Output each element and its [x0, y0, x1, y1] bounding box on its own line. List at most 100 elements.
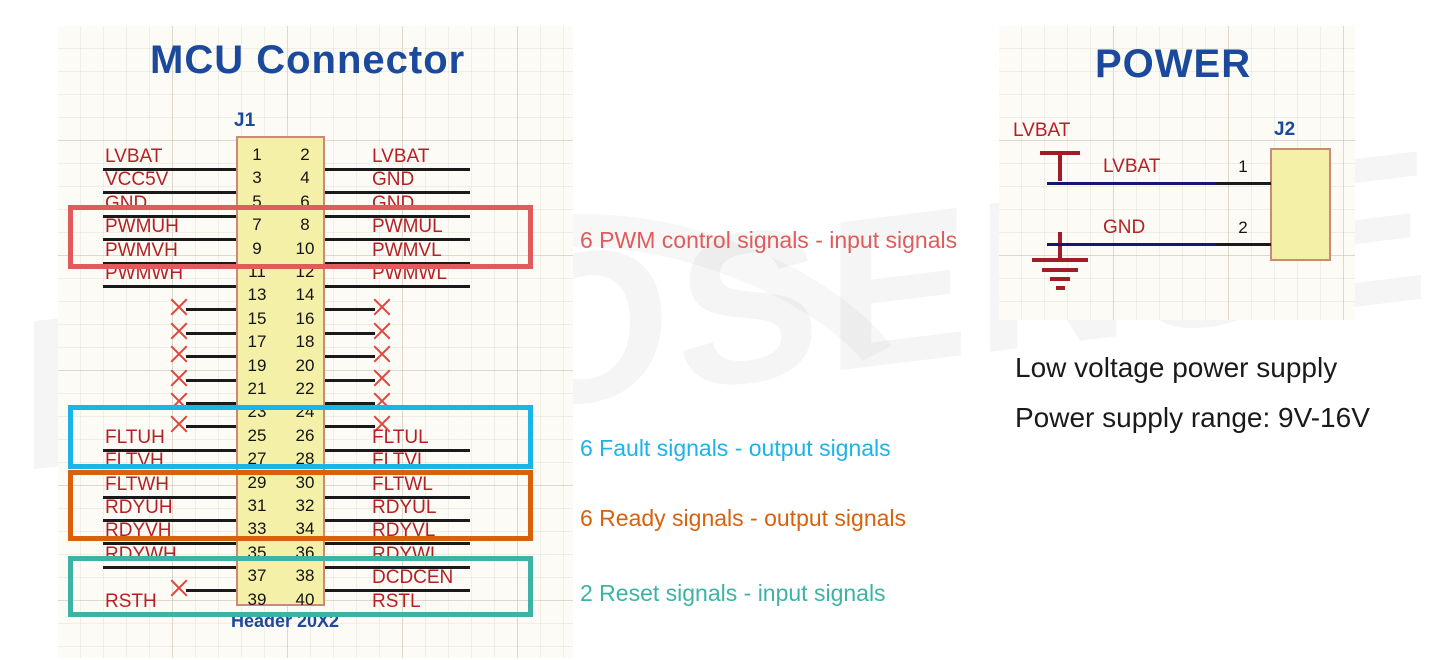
power-port-label-lvbat: LVBAT	[1013, 120, 1071, 141]
no-connect-icon-pin-16	[371, 321, 391, 341]
pin-number-17: 17	[247, 332, 267, 352]
gnd-symbol-bar-1	[1032, 258, 1088, 262]
pin-number-21: 21	[247, 379, 267, 398]
pin-number-26: 26	[295, 425, 315, 445]
wire-pin-21	[186, 402, 236, 405]
net-label-PWMVH-p9: PWMVH	[105, 239, 178, 261]
net-label-LVBAT-j2p1: LVBAT	[1103, 156, 1161, 177]
no-connect-icon-pin-19	[168, 368, 188, 388]
annotation-ready: 6 Ready signals - output signals	[580, 505, 907, 531]
pin-number-29: 29	[247, 472, 267, 492]
wire-pin-20	[325, 378, 375, 382]
wire-pin-12	[325, 285, 470, 288]
wire-pin-10	[325, 261, 470, 265]
pin-number-40: 40	[295, 589, 315, 609]
pin-number-j2-2: 2	[1238, 218, 1248, 237]
gnd-symbol-bar-2	[1042, 268, 1078, 272]
highlight-box-reset[interactable]	[68, 556, 533, 617]
wire-pin-37	[186, 589, 236, 593]
wire-pin-24	[325, 425, 375, 429]
net-label-LVBAT-p1: LVBAT	[105, 146, 163, 167]
net-label-RSTL-p40: RSTL	[372, 590, 421, 612]
wire-pin-8	[325, 238, 470, 242]
pin-number-6: 6	[300, 191, 310, 211]
wire-blue-GND	[1047, 243, 1216, 246]
highlight-box-ready[interactable]	[68, 470, 533, 541]
wire-pin-26	[325, 448, 470, 452]
wire-pin-14	[325, 308, 375, 312]
no-connect-icon-pin-13	[168, 297, 188, 317]
wire-pin-19	[186, 378, 236, 382]
pin-number-30: 30	[295, 472, 315, 492]
note-low-voltage: Low voltage power supply	[1015, 352, 1338, 383]
power-sheet-title: POWER	[1095, 42, 1252, 86]
net-label-VCC5V-p3: VCC5V	[105, 169, 169, 191]
wire-pin-35	[103, 565, 236, 569]
pin-number-13: 13	[247, 285, 267, 305]
wire-pin-3	[103, 191, 236, 195]
net-label-PWMVL-p10: PWMVL	[372, 239, 442, 261]
pin-number-37: 37	[247, 566, 267, 586]
annotation-pwm: 6 PWM control signals - input signals	[580, 227, 958, 253]
pin-number-14: 14	[295, 285, 315, 305]
wire-blue-LVBAT	[1047, 182, 1216, 185]
wire-pin-1	[103, 168, 236, 171]
no-connect-icon-pin-14	[371, 297, 391, 317]
pin-number-34: 34	[295, 519, 315, 539]
pin-number-20: 20	[295, 355, 315, 375]
pin-number-38: 38	[295, 566, 315, 586]
wire-pin-18	[325, 355, 375, 359]
net-label-RDYUH-p31: RDYUH	[105, 497, 173, 518]
connector-j1-body[interactable]	[236, 136, 325, 606]
wire-pin-j2-2	[1216, 243, 1271, 246]
pin-number-18: 18	[295, 332, 315, 352]
wire-pin-2	[325, 168, 470, 171]
lvbat-port-stem	[1058, 151, 1062, 181]
wire-pin-32	[325, 519, 470, 522]
no-connect-icon-pin-18	[371, 344, 391, 364]
net-label-FLTWH-p29: FLTWH	[105, 473, 170, 495]
net-label-LVBAT-p2: LVBAT	[372, 146, 430, 167]
wire-pin-17	[186, 355, 236, 359]
no-connect-icon-pin-17	[168, 344, 188, 364]
wire-pin-9	[103, 261, 236, 265]
wire-pin-33	[103, 542, 236, 546]
highlight-box-fault[interactable]	[68, 405, 533, 469]
pin-number-25: 25	[247, 425, 267, 445]
pin-number-32: 32	[295, 496, 315, 515]
pin-number-22: 22	[295, 379, 315, 398]
wire-pin-36	[325, 565, 470, 569]
pin-number-31: 31	[247, 496, 267, 515]
pin-number-9: 9	[252, 238, 262, 258]
net-label-FLTUH-p25: FLTUH	[105, 426, 165, 448]
net-label-PWMUH-p7: PWMUH	[105, 216, 179, 238]
gnd-symbol-stem	[1058, 232, 1062, 260]
net-label-RSTH-p39: RSTH	[105, 590, 157, 612]
pin-number-3: 3	[252, 168, 262, 188]
wire-pin-23	[186, 425, 236, 429]
wire-pin-j2-1	[1216, 182, 1271, 185]
no-connect-icon-pin-20	[371, 368, 391, 388]
gnd-symbol-bar-4	[1056, 286, 1065, 290]
wire-pin-22	[325, 402, 375, 405]
pin-number-4: 4	[300, 168, 310, 188]
annotation-reset: 2 Reset signals - input signals	[580, 580, 886, 606]
connector-j2-body[interactable]	[1270, 148, 1331, 261]
pin-number-16: 16	[295, 308, 315, 328]
wire-pin-34	[325, 542, 470, 546]
net-label-GND-p4: GND	[372, 169, 415, 191]
net-label-PWMUL-p8: PWMUL	[372, 216, 443, 238]
wire-pin-25	[103, 448, 236, 452]
pin-number-7: 7	[252, 215, 262, 235]
no-connect-icon-pin-15	[168, 321, 188, 341]
mcu-sheet-title: MCU Connector	[150, 38, 466, 82]
wire-pin-30	[325, 495, 470, 499]
wire-pin-6	[325, 214, 470, 218]
wire-pin-5	[103, 214, 236, 218]
wire-pin-13	[186, 308, 236, 312]
wire-pin-15	[186, 331, 236, 335]
connector-j1-refdes: J1	[234, 110, 256, 131]
pin-number-19: 19	[247, 355, 267, 375]
highlight-box-pwm[interactable]	[68, 205, 533, 269]
wire-pin-11	[103, 285, 236, 288]
